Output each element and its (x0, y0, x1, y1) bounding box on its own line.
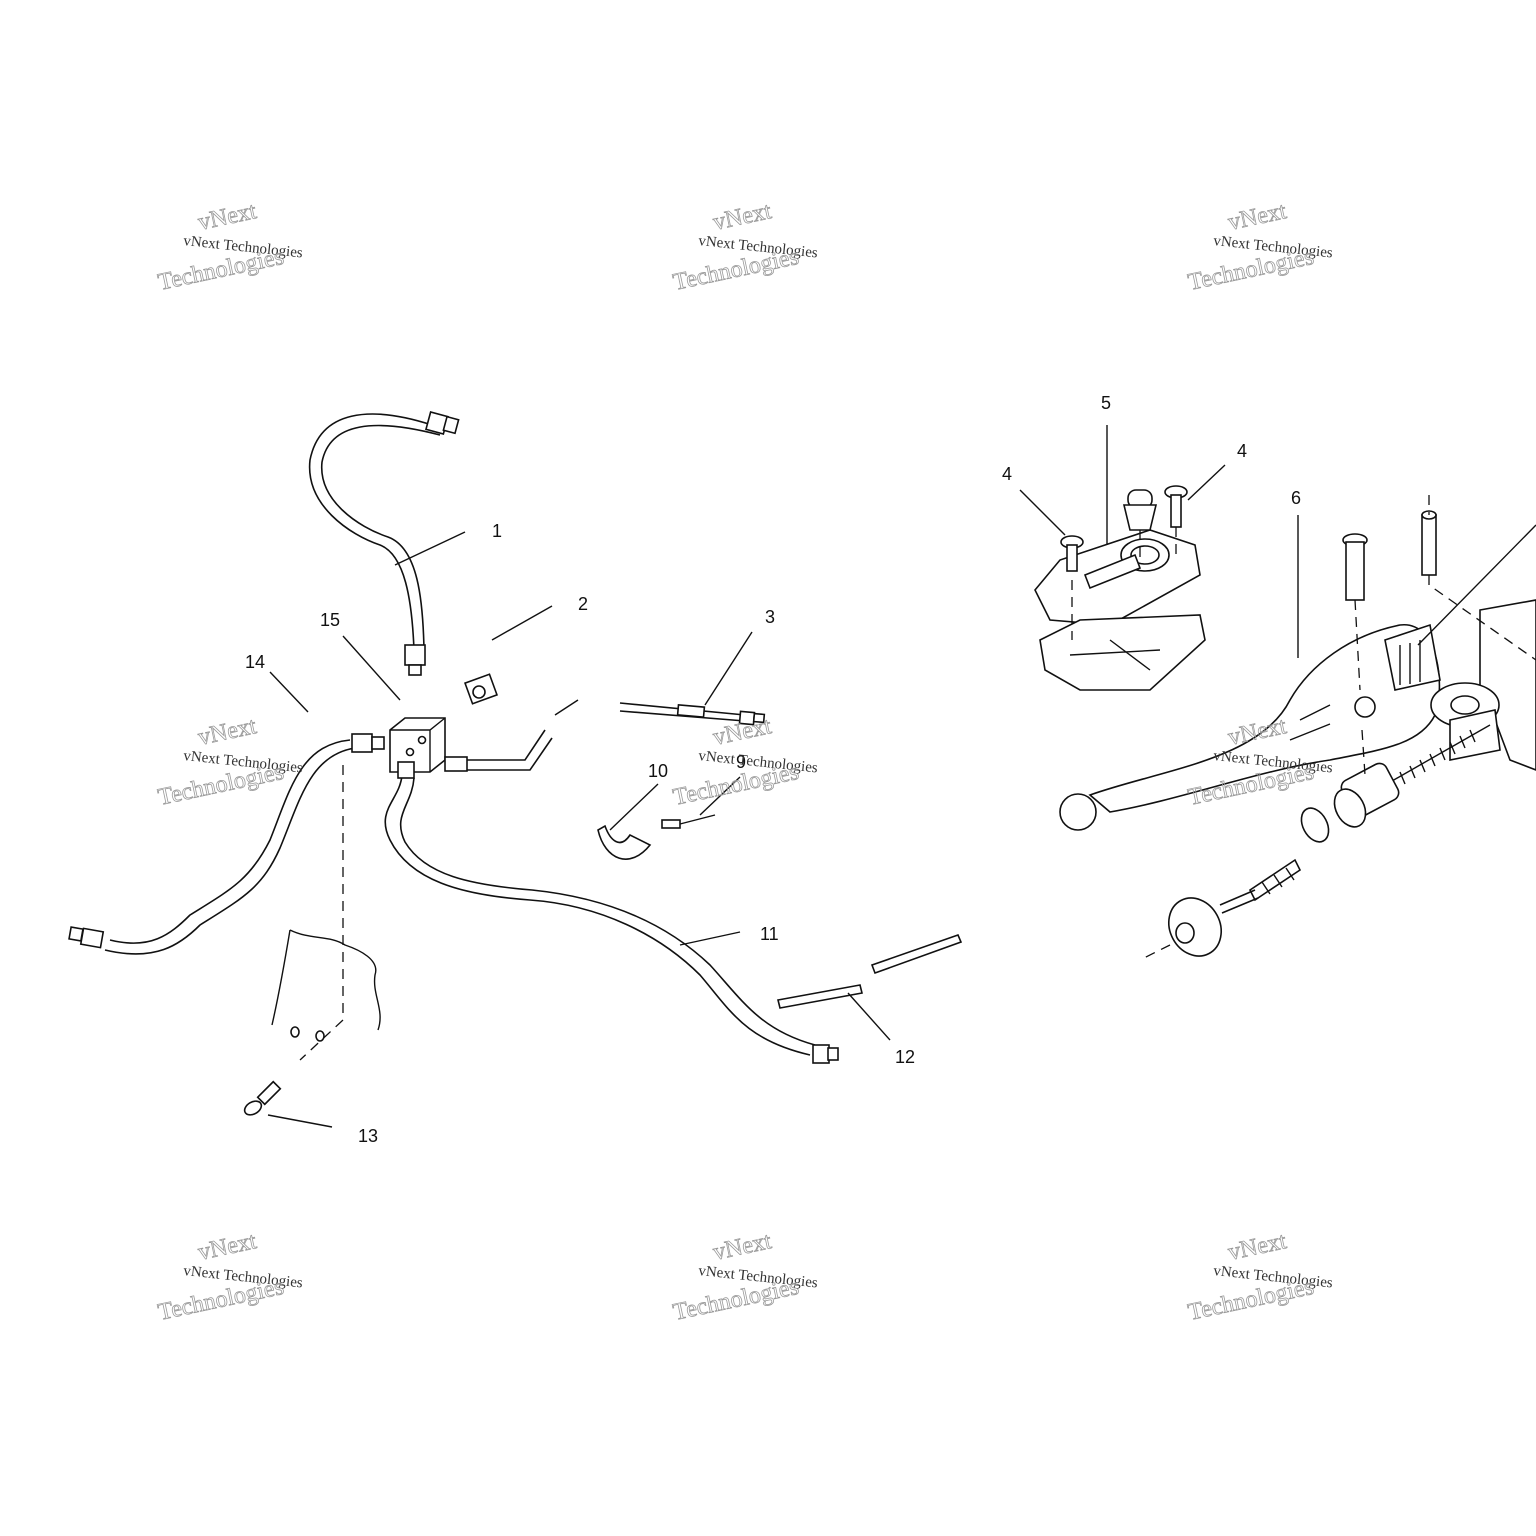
leader-15 (342, 635, 401, 701)
svg-text:vNext: vNext (711, 1228, 774, 1266)
leader-3 (704, 631, 753, 706)
lever-6 (1059, 623, 1441, 831)
svg-text:vNext: vNext (711, 198, 774, 236)
callout-9: 9 (736, 752, 746, 772)
leader-11 (679, 931, 741, 946)
svg-text:vNext: vNext (1226, 1228, 1289, 1266)
leader-9 (699, 776, 741, 816)
watermark-4: vNext (195, 713, 259, 751)
svg-text:vNext: vNext (196, 713, 259, 751)
callout-6: 6 (1291, 488, 1301, 508)
leader-4a (1019, 489, 1066, 536)
hose-11 (384, 761, 839, 1064)
leader-14 (269, 671, 309, 713)
pivot-pin (1342, 533, 1368, 601)
leader-1 (394, 531, 466, 566)
watermark-9: vNext (1225, 1228, 1289, 1266)
leader-2 (491, 605, 553, 641)
screw-4b (1164, 485, 1188, 528)
line-3 (444, 699, 766, 772)
callout-10: 10 (648, 761, 668, 781)
reservoir-cover-5 (1034, 529, 1206, 691)
watermark-8: vNext (710, 1228, 774, 1266)
screw-13 (243, 1080, 282, 1116)
callout-1: 1 (492, 521, 502, 541)
tie-strap-12 (777, 933, 963, 1009)
svg-text:vNext: vNext (1226, 198, 1289, 236)
callout-14: 14 (245, 652, 265, 672)
watermark-3: vNext (1225, 198, 1289, 236)
fitting-2 (463, 673, 499, 705)
boot (1139, 858, 1302, 961)
leader-7 (1417, 524, 1536, 646)
svg-text:vNext: vNext (196, 198, 259, 236)
align-pivot (1354, 599, 1361, 691)
callout-15: 15 (320, 610, 340, 630)
callout-2: 2 (578, 594, 588, 614)
leader-12 (847, 992, 891, 1041)
leader-10 (609, 783, 659, 831)
callout-13: 13 (358, 1126, 378, 1146)
callout-11: 11 (760, 924, 779, 944)
master-cylinder-body (1430, 599, 1536, 771)
watermark-1: vNext (195, 198, 259, 236)
callout-12: 12 (895, 1047, 915, 1067)
clamp-10 (597, 824, 652, 860)
cover-pin (1122, 489, 1158, 531)
watermark-7: vNext (195, 1228, 259, 1266)
dowel-pin (1421, 510, 1437, 576)
align-clip (1361, 729, 1366, 776)
leader-4b (1187, 464, 1226, 501)
align-dowel (1428, 495, 1536, 661)
callout-4-left: 4 (1002, 464, 1012, 484)
piston (1300, 762, 1400, 843)
callout-3: 3 (765, 607, 775, 627)
screw-4a (1060, 535, 1084, 572)
callout-4-right: 4 (1237, 441, 1247, 461)
hose-1 (308, 410, 460, 676)
screw-9 (661, 814, 716, 829)
svg-text:vNext: vNext (196, 1228, 259, 1266)
panel (271, 765, 381, 1061)
callout-5: 5 (1101, 393, 1111, 413)
watermark-2: vNext (710, 198, 774, 236)
hose-14 (68, 733, 385, 955)
leader-13 (267, 1114, 333, 1128)
